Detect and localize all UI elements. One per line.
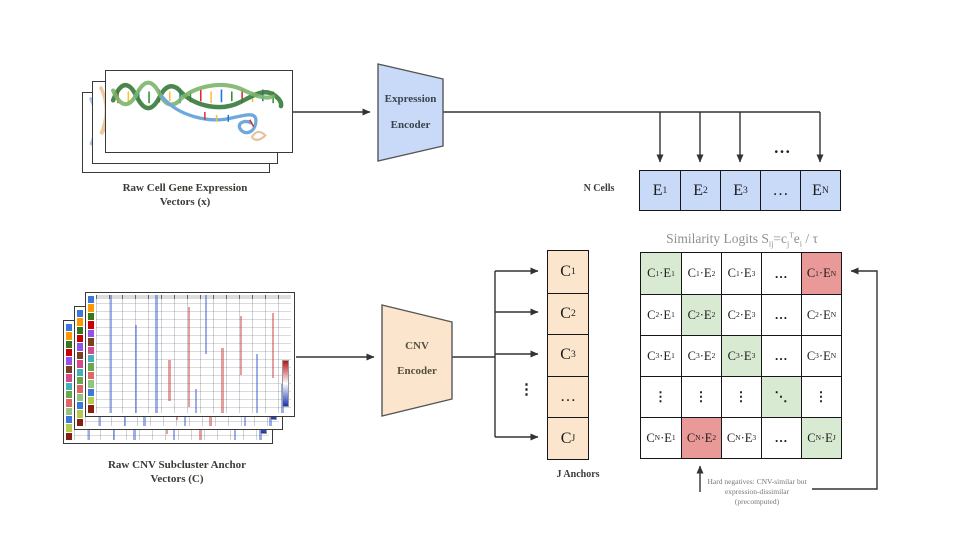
expression-encoder-label-line2: Encoder: [390, 119, 431, 131]
expression-stack-label-line2: Vectors (x): [159, 196, 211, 208]
anchor-embedding-box-4: …: [548, 375, 588, 418]
cnv-encoder-label-line2: Encoder: [397, 365, 437, 377]
matrix-cell-r2c4: …: [761, 294, 801, 335]
hard-negatives-annotation: Hard negatives: CNV-similar but expressi…: [700, 477, 814, 506]
cluster-color-strip: [88, 296, 94, 413]
cnv-stack-label-line1: Raw CNV Subcluster Anchor: [107, 459, 247, 471]
matrix-cell-r5c4: …: [761, 417, 801, 458]
matrix-cell-r4c1: ⋮: [641, 376, 681, 417]
matrix-cell-r4c4: ⋱: [761, 376, 801, 417]
expression-stack-label: Raw Cell Gene Expression Vectors (x): [85, 181, 285, 209]
cluster-color-strip: [66, 324, 72, 441]
matrix-cell-r4c5: ⋮: [801, 376, 841, 417]
heatmap-colorbar: [282, 359, 289, 407]
matrix-cell-r4c2: ⋮: [681, 376, 721, 417]
matrix-cell-r4c3: ⋮: [721, 376, 761, 417]
expression-encoder: Expression Encoder: [375, 62, 446, 163]
hard-negatives-line1: Hard negatives: CNV-similar but: [707, 477, 807, 486]
expression-panel-front: [105, 70, 293, 153]
cnv-stack-label-line2: Vectors (C): [150, 473, 204, 485]
dna-illustration: [110, 80, 284, 141]
similarity-logits-title: Similarity Logits Sij=cjTei / τ: [666, 230, 818, 249]
j-anchors-label: J Anchors: [556, 469, 600, 480]
vdots-anchors: ⋮: [519, 382, 534, 398]
expression-stack-label-line1: Raw Cell Gene Expression: [122, 182, 248, 194]
cnv-encoder-label-line1: CNV: [405, 340, 429, 352]
hard-negatives-line2: expression-dissimilar: [724, 486, 790, 496]
n-cells-label: N Cells: [583, 183, 615, 194]
matrix-cell-r3c4: …: [761, 335, 801, 376]
cnv-encoder: CNV Encoder: [379, 303, 455, 418]
cnv-stack-label: Raw CNV Subcluster Anchor Vectors (C): [77, 458, 277, 486]
matrix-cell-r1c4: …: [761, 253, 801, 294]
expression-encoder-shape: [377, 63, 444, 162]
cluster-color-strip: [77, 310, 83, 427]
cnv-panel-front: [85, 292, 295, 417]
cell-embedding-box-4: …: [760, 171, 800, 210]
cnv-heatmap-body: [96, 295, 291, 413]
ellipsis-above-cells: …: [773, 138, 793, 157]
hard-negatives-line3: (precomputed): [734, 496, 780, 506]
expression-encoder-label-line1: Expression: [384, 93, 437, 105]
cnv-encoder-shape: [381, 304, 453, 417]
